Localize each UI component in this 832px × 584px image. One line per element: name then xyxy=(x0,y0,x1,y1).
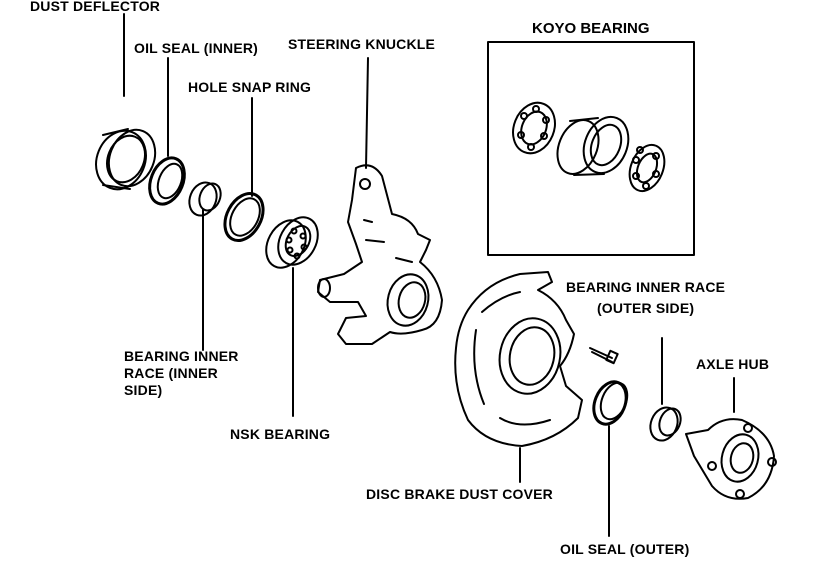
label-hole-snap-ring: HOLE SNAP RING xyxy=(188,79,312,95)
label-koyo-bearing: KOYO BEARING xyxy=(532,20,650,37)
label-line: SIDE) xyxy=(124,382,163,398)
bearing-inner-race-inner-part xyxy=(188,181,222,217)
label-line: BEARING INNER RACE xyxy=(566,279,726,295)
steering-knuckle-part xyxy=(317,164,443,345)
hub-bolt-part xyxy=(589,347,619,365)
nsk-bearing-part xyxy=(265,216,319,269)
label-steering-knuckle: STEERING KNUCKLE xyxy=(288,36,436,52)
label-bearing-inner-race-outer: BEARING INNER RACE (OUTER SIDE) xyxy=(566,279,725,317)
oil-seal-inner-part xyxy=(148,156,186,206)
label-axle-hub: AXLE HUB xyxy=(696,356,770,372)
koyo-bearing-part xyxy=(512,101,666,193)
axle-hub-part xyxy=(685,418,777,500)
label-oil-seal-outer: OIL SEAL (OUTER) xyxy=(560,541,690,557)
label-oil-seal-inner: OIL SEAL (INNER) xyxy=(134,40,259,56)
label-bearing-inner-race-inner: BEARING INNER RACE (INNER SIDE) xyxy=(124,348,239,399)
label-nsk-bearing: NSK BEARING xyxy=(230,426,331,442)
disc-brake-dust-cover-part xyxy=(454,271,583,447)
label-line: BEARING INNER xyxy=(124,348,239,364)
dust-deflector-part xyxy=(95,128,157,191)
bearing-inner-race-outer-part xyxy=(649,406,682,442)
label-line: RACE (INNER xyxy=(124,365,218,381)
label-dust-deflector: DUST DEFLECTOR xyxy=(30,0,161,14)
label-line: (OUTER SIDE) xyxy=(596,300,695,316)
koyo-inset-frame xyxy=(487,41,695,256)
label-disc-brake-dust-cover: DISC BRAKE DUST COVER xyxy=(366,486,553,502)
hole-snap-ring-part xyxy=(223,192,265,242)
leader-lines xyxy=(123,13,735,537)
oil-seal-outer-part xyxy=(592,380,629,426)
